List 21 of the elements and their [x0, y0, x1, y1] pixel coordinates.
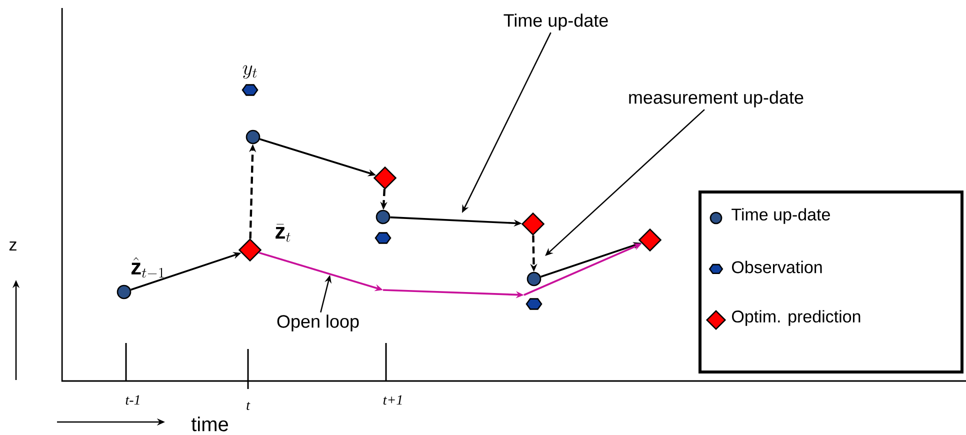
axis-label: z	[9, 242, 16, 250]
tick-label: t-1	[126, 395, 140, 405]
legend-text: Observation	[732, 260, 822, 274]
math-label: $\bar{\mathbf{z}}_t$	[276, 224, 290, 242]
tick-label: t	[246, 402, 250, 410]
circle-marker	[376, 210, 390, 224]
tick-label: t+1	[383, 395, 402, 405]
axis-label: time	[191, 416, 228, 432]
hexagon-marker	[242, 84, 258, 96]
math-label: $y_t$	[242, 65, 257, 79]
circle-marker	[526, 272, 542, 286]
circle-marker	[116, 284, 132, 300]
circle-marker	[246, 130, 260, 144]
annotation-text: measurement up-date	[629, 90, 804, 108]
math-label: $\hat{\mathbf{z}}_{t-1}$	[131, 257, 164, 278]
legend-text: Time up-date	[732, 208, 830, 224]
legend-text: Optim. prediction	[732, 310, 860, 326]
annotation-text: Time up-date	[504, 14, 608, 30]
annotation-text: Open loop	[277, 314, 359, 332]
hexagon-marker	[374, 232, 392, 244]
hexagon-marker	[526, 298, 542, 310]
